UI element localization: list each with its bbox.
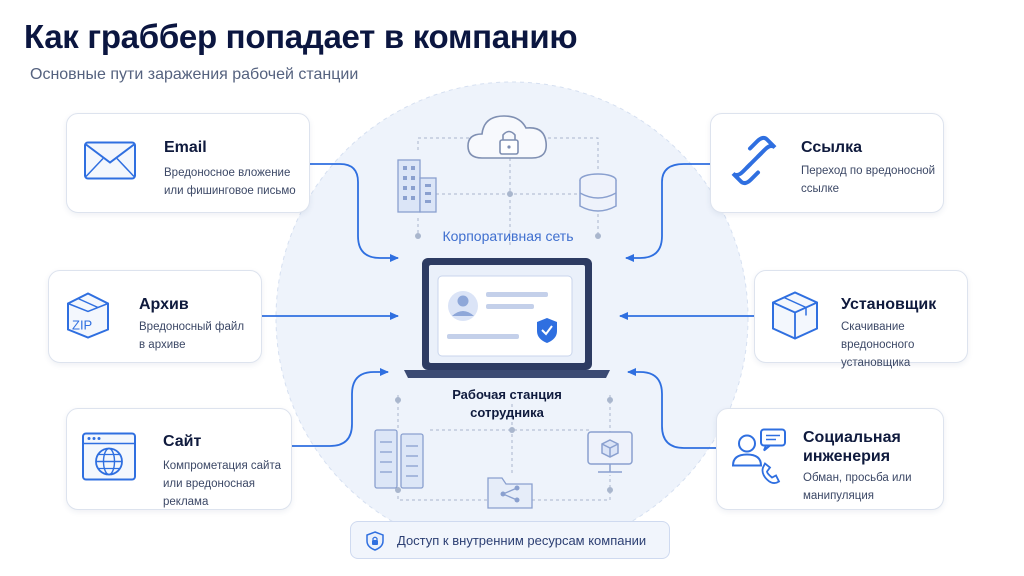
- monitor-icon: [587, 431, 633, 473]
- cloud-lock-icon: [467, 115, 548, 159]
- vector-description: Переход по вредоносной ссылке: [801, 162, 935, 198]
- chain-link-icon: [729, 135, 779, 191]
- vector-title-line: Социальная: [803, 429, 901, 446]
- server-icon: [374, 429, 424, 489]
- workstation-label: Рабочая станция сотрудника: [427, 386, 587, 422]
- vector-title: Сайт: [163, 433, 202, 450]
- building-icon: [397, 159, 437, 213]
- vector-description: Компрометация сайта или вредоносная рекл…: [163, 457, 291, 511]
- zip-label: ZIP: [72, 317, 92, 332]
- person-chat-phone-icon: [729, 428, 787, 491]
- page-subtitle: Основные пути заражения рабочей станции: [30, 66, 359, 83]
- vector-desc-line: или вредоносная реклама: [163, 478, 255, 508]
- vector-desc-line: или фишинговое письмо: [164, 185, 296, 197]
- shield-lock-icon: [365, 531, 385, 556]
- package-box-icon: [769, 288, 821, 345]
- vector-description: Обман, просьба или манипуляция: [803, 469, 912, 505]
- browser-globe-icon: [81, 432, 137, 487]
- infection-arrows: [262, 163, 754, 449]
- vector-title: Ссылка: [801, 139, 862, 156]
- internal-access-label: Доступ к внутренним ресурсам компании: [397, 533, 647, 548]
- vector-desc-line: Скачивание вредоносного: [841, 321, 915, 351]
- vector-desc-line: Компрометация сайта: [163, 460, 282, 472]
- vector-card-email: Email Вредоносное вложение или фишингово…: [66, 113, 310, 213]
- vector-desc-line: установщика: [841, 357, 911, 369]
- vector-card-link: Ссылка Переход по вредоносной ссылке: [710, 113, 944, 213]
- vector-card-social-engineering: Социальная инженерия Обман, просьба или …: [716, 408, 944, 510]
- vector-desc-line: Вредоносное вложение: [164, 167, 291, 179]
- vector-desc-line: ссылке: [801, 183, 840, 195]
- vector-title-line: инженерия: [803, 448, 891, 465]
- vector-card-archive: ZIP Архив Вредоносный файл в архиве: [48, 270, 262, 363]
- database-icon: [579, 173, 617, 212]
- vector-title: Социальная инженерия: [803, 428, 901, 466]
- shared-folder-icon: [487, 477, 533, 509]
- vector-card-installer: Установщик Скачивание вредоносного устан…: [754, 270, 968, 369]
- workstation-label-line1: Рабочая станция: [452, 387, 562, 402]
- vector-desc-line: Обман, просьба или: [803, 472, 912, 484]
- envelope-icon: [83, 141, 137, 186]
- vector-title: Установщик: [841, 296, 937, 313]
- network-label: Корпоративная сеть: [442, 228, 574, 244]
- vector-desc-line: Вредоносный файл: [139, 321, 245, 333]
- laptop-icon: [404, 258, 610, 378]
- vector-card-website: Сайт Компрометация сайта или вредоносная…: [66, 408, 292, 510]
- internal-access-bar: Доступ к внутренним ресурсам компании: [350, 521, 670, 559]
- page-title: Как граббер попадает в компанию: [24, 18, 578, 55]
- vector-desc-line: Переход по вредоносной: [801, 165, 936, 177]
- vector-desc-line: манипуляция: [803, 490, 874, 502]
- vector-title: Архив: [139, 296, 189, 313]
- vector-description: Вредоносный файл в архиве: [139, 318, 244, 354]
- vector-description: Вредоносное вложение или фишинговое пись…: [164, 164, 296, 200]
- vector-description: Скачивание вредоносного установщика: [841, 318, 967, 372]
- workstation-label-line2: сотрудника: [470, 405, 544, 420]
- vector-desc-line: в архиве: [139, 339, 186, 351]
- zip-archive-icon: ZIP: [65, 289, 111, 344]
- vector-title: Email: [164, 139, 207, 156]
